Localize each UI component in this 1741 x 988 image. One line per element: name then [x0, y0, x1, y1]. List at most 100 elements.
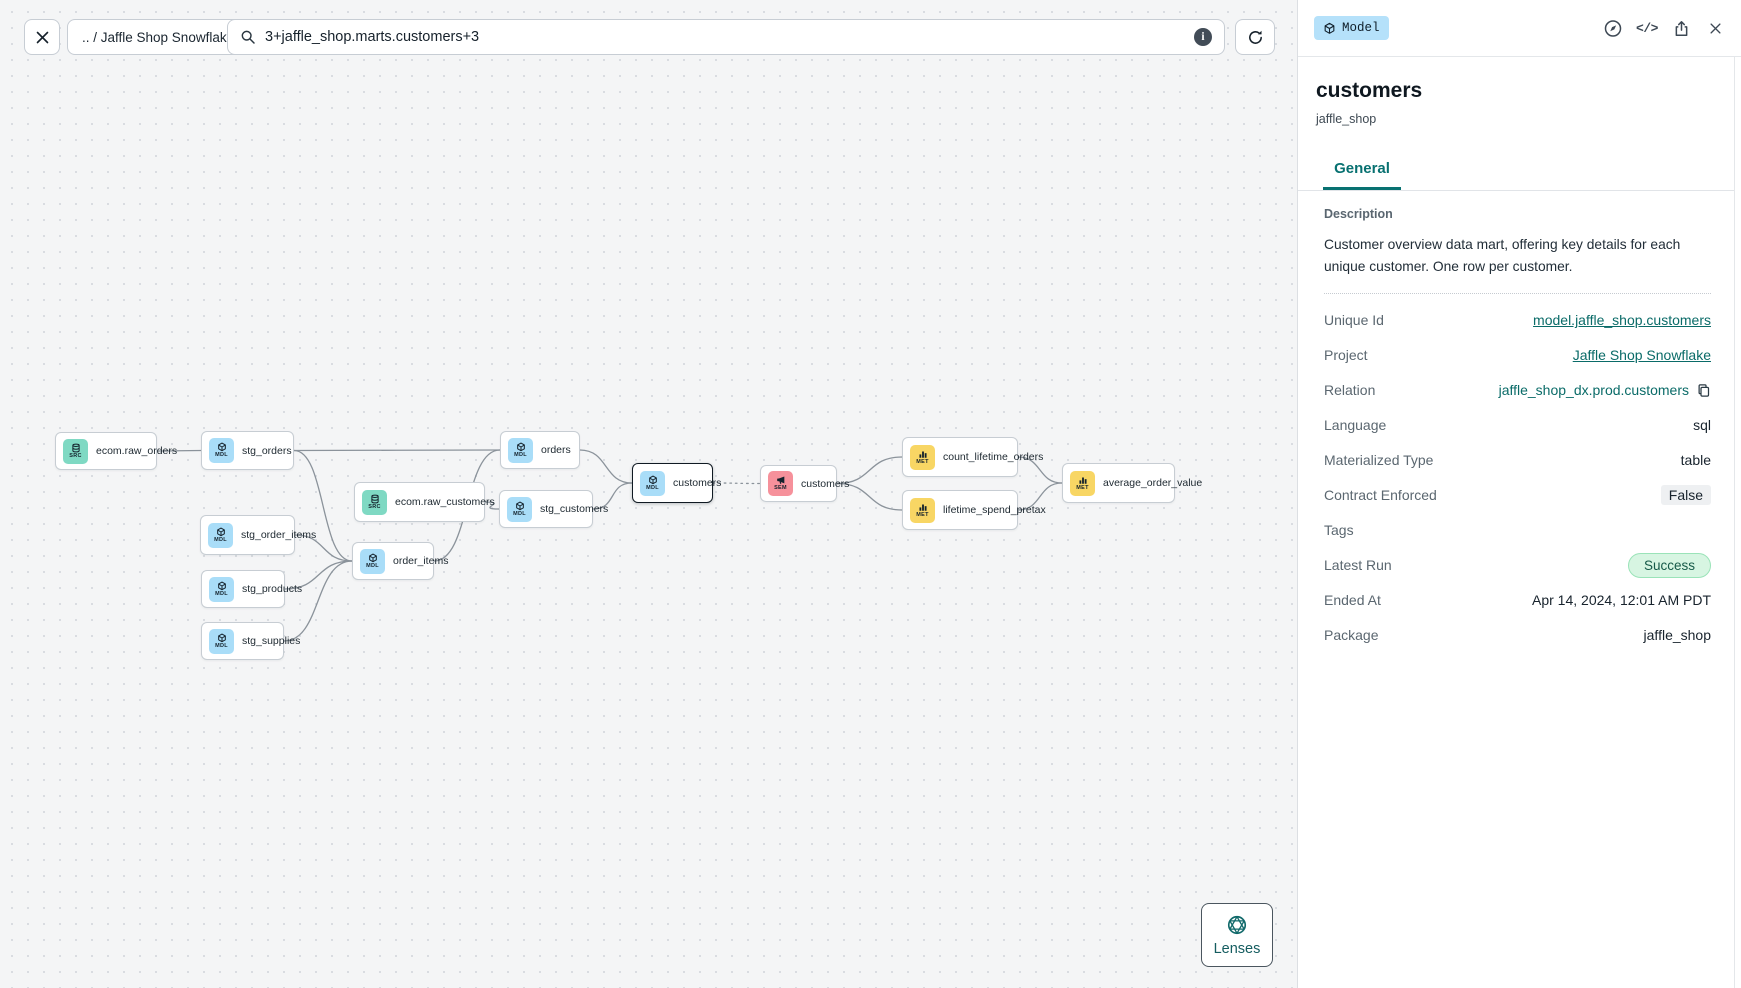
field-label: Unique Id [1324, 312, 1384, 329]
field-value: table [1680, 452, 1711, 469]
met-type-icon: MET [910, 497, 935, 523]
lineage-node-raw_customers[interactable]: SRC ecom.raw_customers [354, 482, 495, 522]
description-text: Customer overview data mart, offering ke… [1324, 237, 1681, 274]
field-label: Ended At [1324, 592, 1381, 609]
breadcrumb[interactable]: .. / Jaffle Shop Snowflake [67, 19, 250, 55]
node-label: ecom.raw_orders [96, 445, 178, 457]
node-type-label: MDL [215, 642, 228, 649]
node-type-label: SRC [368, 503, 381, 510]
copy-icon[interactable] [1696, 383, 1711, 398]
node-label: lifetime_spend_pretax [943, 504, 1046, 516]
resource-type-badge: Model [1314, 16, 1389, 40]
close-lineage-button[interactable] [24, 19, 60, 55]
node-label: stg_supplies [242, 635, 301, 647]
divider [1324, 292, 1711, 294]
lineage-node-lifetime_spend_pretax[interactable]: MET lifetime_spend_pretax [902, 490, 1046, 530]
field-value-link[interactable]: model.jaffle_shop.customers [1533, 312, 1711, 329]
field-label: Contract Enforced [1324, 487, 1437, 504]
compass-icon [1604, 19, 1622, 37]
node-label: customers [673, 477, 722, 489]
node-label: ecom.raw_customers [395, 496, 495, 508]
field-row: Ended At Apr 14, 2024, 12:01 AM PDT [1324, 583, 1711, 618]
field-label: Latest Run [1324, 557, 1392, 574]
node-type-label: MDL [215, 590, 228, 597]
node-label: stg_order_items [241, 529, 317, 541]
lineage-node-stg_supplies[interactable]: MDL stg_supplies [201, 622, 300, 660]
field-value-link[interactable]: Jaffle Shop Snowflake [1572, 347, 1711, 364]
node-type-label: MDL [646, 484, 659, 491]
resource-type-label: Model [1342, 21, 1380, 35]
close-icon [36, 31, 48, 43]
close-icon [1709, 22, 1721, 34]
mdl-type-icon: MDL [507, 496, 532, 522]
field-row: Unique Id model.jaffle_shop.customers [1324, 303, 1711, 338]
node-type-label: MDL [514, 451, 527, 458]
lineage-node-order_items[interactable]: MDL order_items [352, 542, 448, 580]
description-heading: Description [1324, 207, 1393, 221]
package-subtitle: jaffle_shop [1316, 112, 1377, 126]
field-label: Package [1324, 627, 1379, 644]
search-icon [241, 30, 255, 44]
breadcrumb-label: .. / Jaffle Shop Snowflake [82, 29, 235, 45]
field-row: Tags [1324, 513, 1711, 548]
src-type-icon: SRC [362, 489, 387, 515]
node-label: count_lifetime_orders [943, 451, 1044, 463]
lineage-search: i [227, 19, 1225, 55]
view-code-button[interactable]: </> [1636, 18, 1658, 38]
field-value: jaffle_shop [1643, 627, 1711, 644]
tab-general[interactable]: General [1323, 152, 1401, 190]
node-type-label: SRC [69, 452, 82, 459]
node-type-label: MET [916, 458, 929, 465]
node-label: stg_products [242, 583, 303, 595]
lineage-node-stg_customers[interactable]: MDL stg_customers [499, 490, 608, 528]
refresh-icon [1248, 30, 1262, 44]
node-label: stg_customers [540, 503, 609, 515]
mdl-type-icon: MDL [208, 522, 233, 548]
explore-lineage-button[interactable] [1603, 18, 1623, 38]
field-value: Apr 14, 2024, 12:01 AM PDT [1532, 592, 1711, 609]
field-row: Contract Enforced False [1324, 478, 1711, 513]
node-type-label: MET [1076, 484, 1089, 491]
lineage-node-stg_products[interactable]: MDL stg_products [201, 570, 302, 608]
mdl-type-icon: MDL [360, 548, 385, 574]
lineage-node-stg_order_items[interactable]: MDL stg_order_items [200, 515, 316, 555]
lineage-node-orders[interactable]: MDL orders [500, 431, 580, 469]
node-label: average_order_value [1103, 477, 1203, 489]
node-type-label: SEM [774, 485, 787, 492]
node-label: order_items [393, 555, 449, 567]
search-input[interactable] [265, 29, 1185, 45]
lineage-node-average_order_value[interactable]: MET average_order_value [1062, 463, 1202, 503]
lenses-button[interactable]: Lenses [1201, 903, 1273, 967]
share-button[interactable] [1671, 18, 1691, 38]
panel-scrollbar[interactable] [1734, 57, 1741, 988]
lenses-aperture-icon [1227, 915, 1247, 934]
code-icon: </> [1636, 20, 1658, 36]
met-type-icon: MET [910, 444, 935, 470]
node-type-label: MDL [215, 452, 228, 459]
model-cube-icon [1324, 22, 1335, 34]
share-icon [1675, 20, 1687, 36]
close-panel-button[interactable] [1705, 18, 1725, 38]
field-value: sql [1693, 417, 1711, 434]
refresh-button[interactable] [1235, 19, 1275, 55]
mdl-type-icon: MDL [209, 628, 234, 654]
node-type-label: MET [916, 511, 929, 518]
lineage-node-count_lifetime_orders[interactable]: MET count_lifetime_orders [902, 437, 1043, 477]
mdl-type-icon: MDL [640, 470, 665, 496]
panel-header: Model </> [1298, 0, 1741, 57]
info-icon[interactable]: i [1194, 28, 1212, 46]
status-badge: False [1660, 485, 1711, 506]
sem-type-icon: SEM [768, 471, 793, 496]
lineage-node-customers_model[interactable]: MDL customers [632, 463, 721, 503]
node-label: customers [801, 477, 850, 490]
panel-tabs: General [1298, 152, 1735, 191]
lineage-node-customers_sem[interactable]: SEM customers [760, 465, 849, 502]
lineage-node-raw_orders[interactable]: SRC ecom.raw_orders [55, 432, 177, 470]
node-label: orders [541, 444, 571, 456]
mdl-type-icon: MDL [508, 437, 533, 463]
mdl-type-icon: MDL [209, 576, 234, 602]
